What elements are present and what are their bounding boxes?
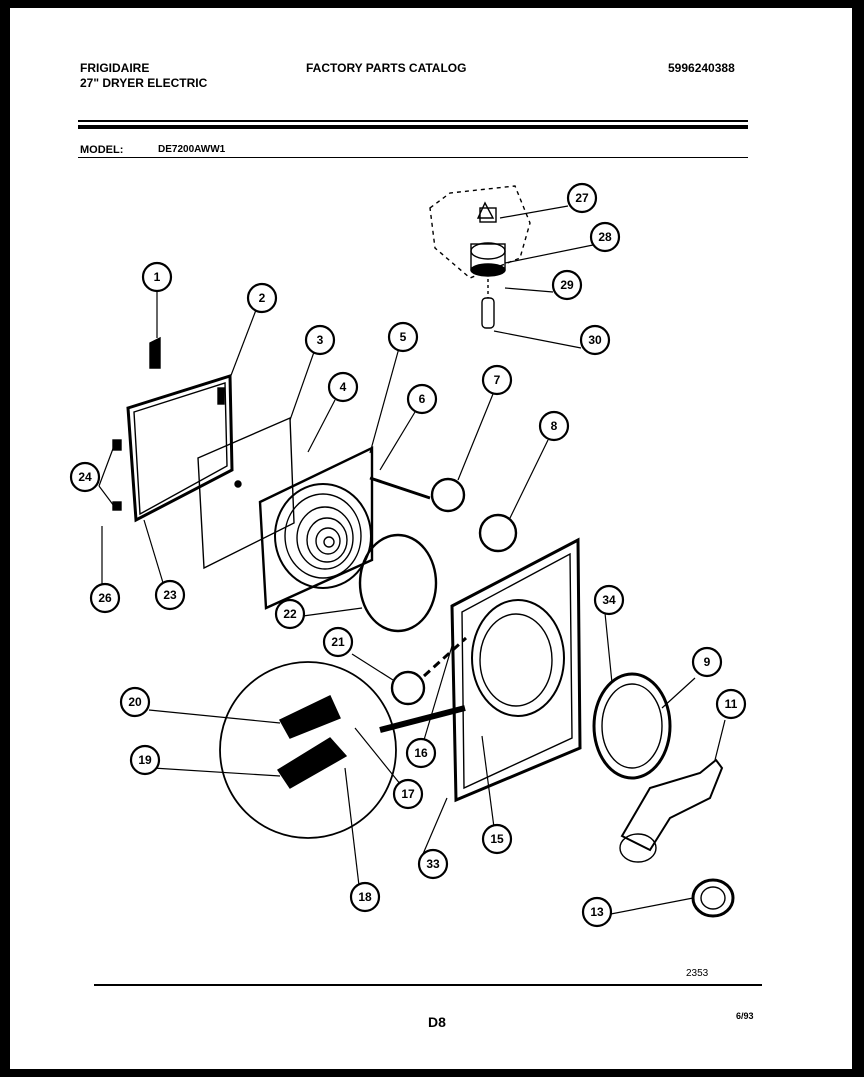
callout-6: 6 xyxy=(406,383,438,415)
svg-text:30: 30 xyxy=(588,333,602,347)
callout-1: 1 xyxy=(141,261,173,293)
callout-13: 13 xyxy=(581,896,613,928)
leader-lines xyxy=(98,205,726,920)
product-title: 27" DRYER ELECTRIC xyxy=(80,76,208,90)
svg-text:2: 2 xyxy=(259,291,266,305)
callout-17: 17 xyxy=(392,778,424,810)
door-gasket-drawing xyxy=(358,533,438,633)
svg-text:34: 34 xyxy=(602,593,616,607)
svg-text:22: 22 xyxy=(283,607,297,621)
callout-27: 27 xyxy=(566,182,598,214)
header-rule-thin xyxy=(78,120,748,122)
catalog-number: 5996240388 xyxy=(668,61,735,75)
catalog-sheet: FRIGIDAIRE 27" DRYER ELECTRIC FACTORY PA… xyxy=(10,8,852,1069)
door-handle-drawing xyxy=(620,758,724,852)
callout-23: 23 xyxy=(154,579,186,611)
catalog-title: FACTORY PARTS CATALOG xyxy=(306,61,467,75)
callout-22: 22 xyxy=(274,598,306,630)
callout-19: 19 xyxy=(129,744,161,776)
svg-text:13: 13 xyxy=(590,905,604,919)
callout-28: 28 xyxy=(589,221,621,253)
timer-assembly-drawing xyxy=(429,185,531,329)
callout-5: 5 xyxy=(387,321,419,353)
callout-15: 15 xyxy=(481,823,513,855)
hinge-7-drawing xyxy=(430,477,466,513)
svg-text:1: 1 xyxy=(154,270,161,284)
hinge-21-drawing xyxy=(390,670,426,706)
callout-2: 2 xyxy=(246,282,278,314)
svg-text:33: 33 xyxy=(426,857,440,871)
revision-date: 6/93 xyxy=(736,1011,754,1021)
svg-text:28: 28 xyxy=(598,230,612,244)
svg-text:7: 7 xyxy=(494,373,501,387)
callout-34: 34 xyxy=(593,584,625,616)
page-number: D8 xyxy=(428,1014,446,1030)
svg-text:16: 16 xyxy=(414,746,428,760)
callout-26: 26 xyxy=(89,582,121,614)
exploded-parts-diagram: 1 2 3 4 5 6 7 8 9 11 13 15 16 17 18 19 2… xyxy=(69,182,747,928)
callout-3: 3 xyxy=(304,324,336,356)
callout-18: 18 xyxy=(349,881,381,913)
door-panel-drawing xyxy=(112,336,234,523)
svg-text:19: 19 xyxy=(138,753,152,767)
callout-7: 7 xyxy=(481,364,513,396)
svg-text:18: 18 xyxy=(358,890,372,904)
svg-text:27: 27 xyxy=(575,191,589,205)
callout-33: 33 xyxy=(417,848,449,880)
svg-text:11: 11 xyxy=(725,697,738,711)
detail-circle-drawing xyxy=(219,661,397,839)
inner-door-liner-drawing xyxy=(197,416,295,570)
header-rule-thick xyxy=(78,125,748,129)
callout-9: 9 xyxy=(691,646,723,678)
door-frame-spiral-drawing xyxy=(258,446,431,610)
callout-29: 29 xyxy=(551,269,583,301)
hinge-8-drawing xyxy=(478,513,518,553)
svg-text:26: 26 xyxy=(98,591,112,605)
front-panel-drawing xyxy=(450,537,582,803)
svg-text:21: 21 xyxy=(331,635,345,649)
model-rule xyxy=(78,157,748,158)
svg-text:17: 17 xyxy=(401,787,415,801)
svg-text:24: 24 xyxy=(78,470,92,484)
brand-name: FRIGIDAIRE xyxy=(80,61,150,75)
ring-13-drawing xyxy=(691,878,735,918)
svg-text:23: 23 xyxy=(163,588,177,602)
svg-text:9: 9 xyxy=(704,655,711,669)
callout-16: 16 xyxy=(405,737,437,769)
svg-text:29: 29 xyxy=(560,278,574,292)
callout-21: 21 xyxy=(322,626,354,658)
callout-11: 11 xyxy=(715,688,747,720)
footer-rule xyxy=(94,984,762,986)
svg-text:8: 8 xyxy=(551,419,558,433)
callout-4: 4 xyxy=(327,371,359,403)
model-label: MODEL: xyxy=(80,144,124,156)
callout-30: 30 xyxy=(579,324,611,356)
callout-8: 8 xyxy=(538,410,570,442)
svg-text:4: 4 xyxy=(340,380,347,394)
svg-text:3: 3 xyxy=(317,333,324,347)
trim-ring-drawing xyxy=(592,672,672,780)
svg-text:5: 5 xyxy=(400,330,407,344)
callout-20: 20 xyxy=(119,686,151,718)
svg-text:6: 6 xyxy=(419,392,426,406)
figure-number: 2353 xyxy=(686,968,709,979)
callout-bubbles: 1 2 3 4 5 6 7 8 9 11 13 15 16 17 18 19 2… xyxy=(69,182,747,928)
svg-text:20: 20 xyxy=(128,695,142,709)
svg-text:15: 15 xyxy=(490,832,504,846)
model-value: DE7200AWW1 xyxy=(158,144,226,155)
callout-24: 24 xyxy=(69,461,101,493)
